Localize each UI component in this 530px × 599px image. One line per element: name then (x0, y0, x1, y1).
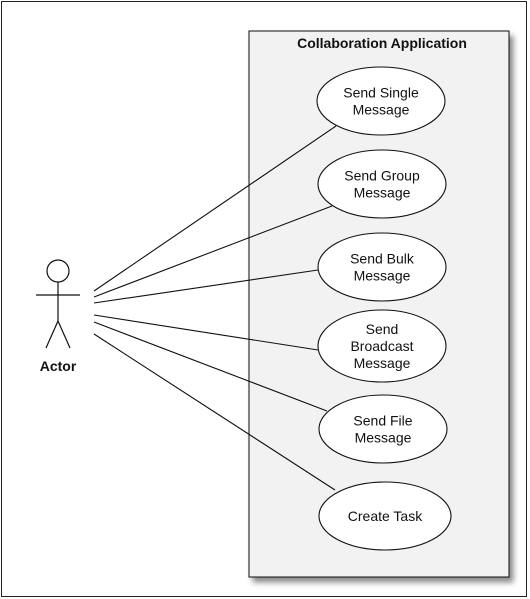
use-case-label: Message (353, 102, 410, 118)
use-case-ellipse (317, 232, 447, 302)
use-case-ellipse (317, 149, 447, 219)
actor-label: Actor (40, 358, 77, 374)
use-case-ellipse (318, 481, 452, 551)
use-case-label: Create Task (348, 508, 423, 524)
use-case-label: Message (355, 430, 412, 446)
use-case-label: Send Group (344, 168, 420, 184)
use-case-label: Broadcast (350, 338, 413, 354)
actor-right-leg (57, 320, 71, 349)
use-case-ellipse (317, 309, 447, 383)
actor-head (46, 259, 70, 283)
system-title: Collaboration Application (297, 35, 467, 51)
use-case-label: Send Bulk (350, 251, 415, 267)
use-case: Create Task (318, 481, 452, 551)
association-line (93, 314, 319, 351)
use-case-label: Send File (353, 413, 412, 429)
association-line (93, 269, 319, 304)
use-case-ellipse (318, 394, 448, 464)
actor: Actor (36, 259, 80, 374)
actor-left-leg (45, 320, 59, 349)
use-case-label: Message (354, 355, 411, 371)
use-case-label: Message (354, 185, 411, 201)
association-line (93, 321, 328, 412)
use-case-label: Message (354, 268, 411, 284)
use-case-label: Send (366, 321, 399, 337)
use-case-ellipse (316, 66, 446, 136)
use-case-label: Send Single (343, 85, 419, 101)
association-lines (93, 125, 337, 491)
association-line (93, 125, 337, 292)
association-line (93, 205, 333, 298)
association-line (93, 333, 336, 491)
